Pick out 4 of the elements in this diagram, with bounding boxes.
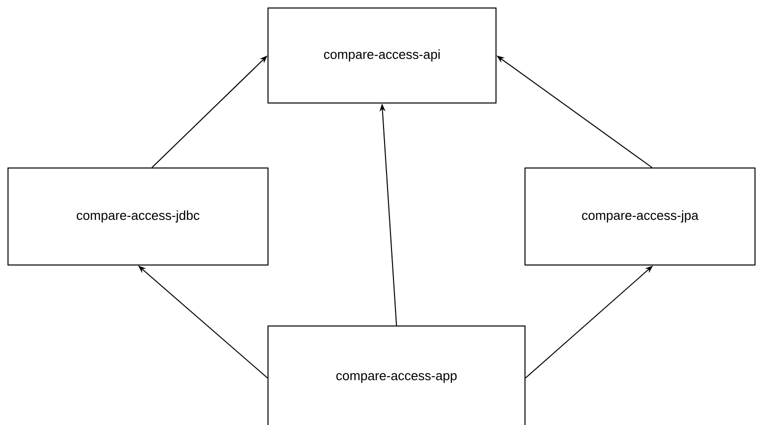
module-box: compare-access-api bbox=[268, 8, 496, 104]
module-box: compare-access-jpa bbox=[524, 168, 756, 266]
module-box: compare-access-jdbc bbox=[8, 168, 268, 266]
module-box: compare-access-app bbox=[268, 326, 526, 425]
